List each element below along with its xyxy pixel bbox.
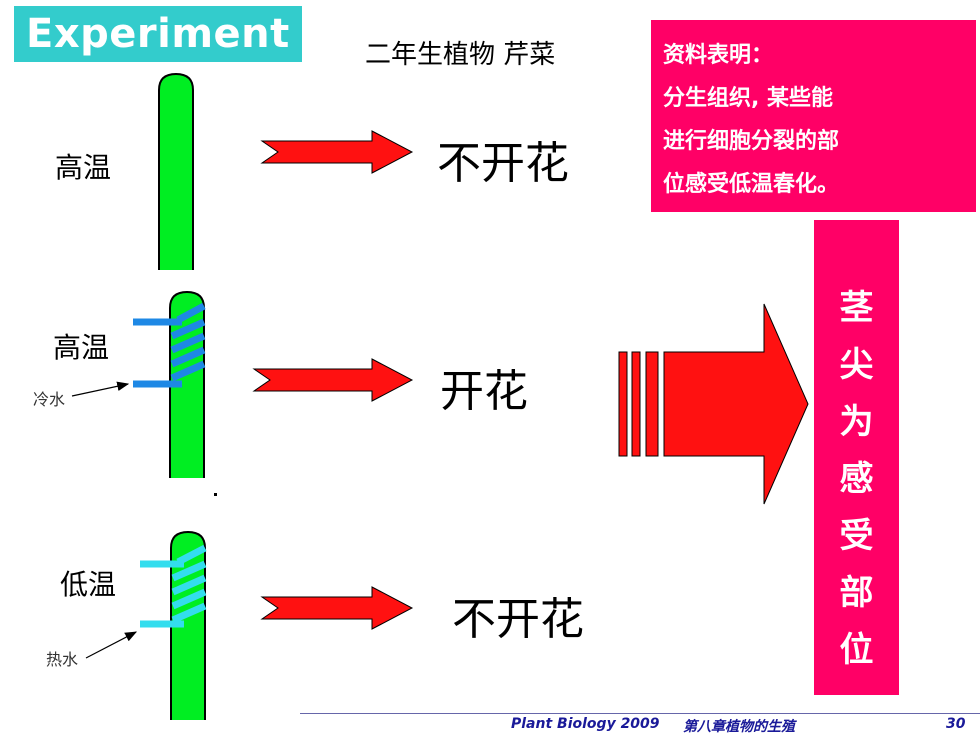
result-label-3: 不开花 [452, 594, 584, 645]
hot-water-label: 热水 [46, 650, 79, 669]
conclusion-char: 感 [839, 459, 874, 499]
note-line: 进行细胞分裂的部 [663, 129, 840, 154]
footer-course: Plant Biology 2009 [511, 716, 660, 732]
footer-chapter: 第八章植物的生殖 [683, 719, 795, 735]
stray-dot [214, 493, 217, 496]
result-arrow-1 [260, 130, 414, 174]
conclusion-char: 茎 [839, 288, 874, 328]
note-line: 位感受低温春化。 [663, 172, 840, 197]
footer-rule [300, 713, 980, 714]
result-label-1: 不开花 [437, 138, 569, 189]
experiment-badge: Experiment [14, 6, 302, 62]
conclusion-arrow [618, 303, 809, 505]
hot-water-pointer [85, 631, 138, 659]
condition-label-1: 高温 [55, 151, 112, 184]
conclusion-box: 茎 尖 为 感 受 部 位 [814, 220, 899, 695]
conclusion-char: 为 [839, 402, 874, 442]
result-arrow-2 [252, 358, 414, 402]
conclusion-char: 部 [839, 573, 874, 613]
condition-label-3: 低温 [60, 568, 117, 601]
result-arrow-3 [260, 586, 414, 630]
stem-1 [158, 72, 194, 270]
hot-water-coil [140, 544, 207, 628]
conclusion-char: 尖 [839, 345, 874, 385]
cold-water-label: 冷水 [33, 390, 66, 409]
condition-label-2: 高温 [53, 331, 110, 364]
note-line: 资料表明： [663, 43, 774, 68]
slide-title: 二年生植物 芹菜 [365, 40, 556, 70]
result-label-2: 开花 [440, 366, 528, 417]
note-line: 分生组织, 某些能 [663, 86, 834, 111]
conclusion-char: 受 [839, 516, 874, 556]
page-number: 30 [946, 716, 966, 732]
cold-water-pointer [71, 381, 130, 397]
conclusion-char: 位 [839, 630, 874, 670]
info-note-box: 资料表明： 分生组织, 某些能 进行细胞分裂的部 位感受低温春化。 [651, 20, 976, 212]
cold-water-coil [133, 302, 206, 388]
